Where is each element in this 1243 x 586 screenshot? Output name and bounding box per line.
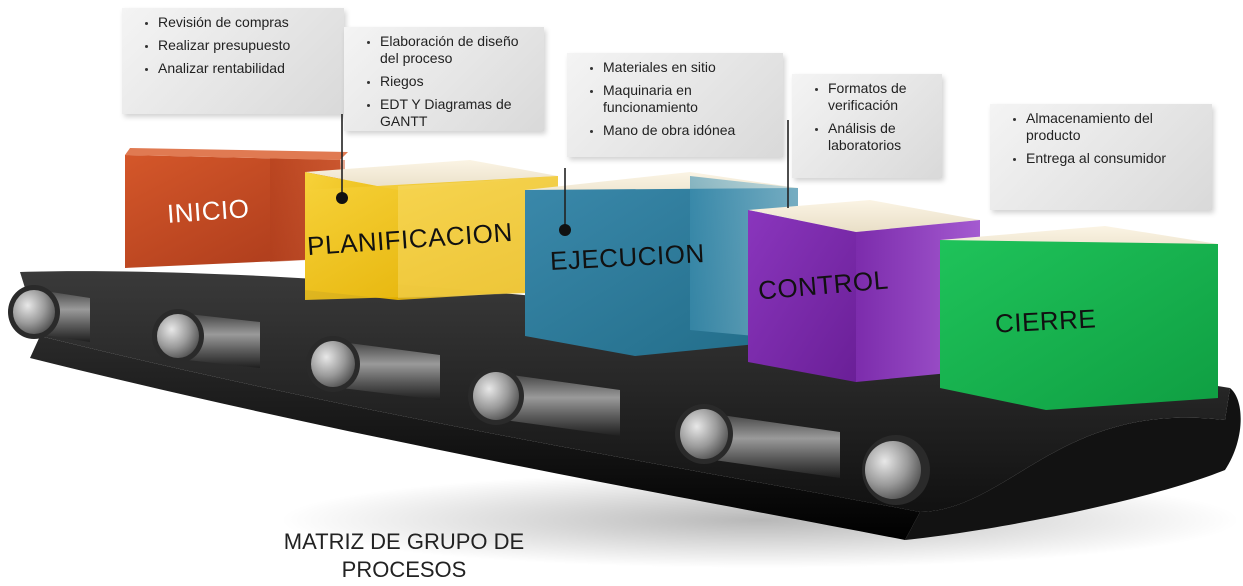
roller-5 <box>675 404 840 478</box>
note-control-item-2: Análisis de laboratorios <box>828 120 932 154</box>
note-ejecucion: Materiales en sitio Maquinaria en funcio… <box>567 53 783 157</box>
connector-dot-ejecucion <box>559 224 571 236</box>
note-inicio-item-2: Realizar presupuesto <box>158 37 334 54</box>
box-planificacion-front <box>305 176 558 300</box>
connector-dot-planificacion <box>336 192 348 204</box>
roller-1 <box>8 285 90 342</box>
roller-2 <box>152 309 260 368</box>
box-planificacion-glass <box>398 176 558 298</box>
note-planificacion-item-1: Elaboración de diseño del proceso <box>380 33 534 67</box>
label-cierre: CIERRE <box>994 303 1097 339</box>
note-planificacion: Elaboración de diseño del proceso Riegos… <box>344 27 544 131</box>
note-inicio-item-1: Revisión de compras <box>158 14 334 31</box>
note-planificacion-item-3: EDT Y Diagramas de GANTT <box>380 96 534 130</box>
note-cierre-item-2: Entrega al consumidor <box>1026 150 1202 167</box>
diagram-title: MATRIZ DE GRUPO DE PROCESOS <box>283 529 525 582</box>
conveyor-belt <box>20 271 1241 540</box>
note-control: Formatos de verificación Análisis de lab… <box>792 74 942 178</box>
note-inicio-item-3: Analizar rentabilidad <box>158 60 334 77</box>
note-ejecucion-item-2: Maquinaria en funcionamiento <box>603 82 773 116</box>
roller-6 <box>862 435 930 505</box>
conveyor-rollers <box>8 285 930 505</box>
note-ejecucion-item-3: Mano de obra idónea <box>603 122 773 139</box>
note-cierre: Almacenamiento del producto Entrega al c… <box>990 104 1212 210</box>
roller-3 <box>306 336 440 400</box>
box-cierre <box>940 226 1218 410</box>
note-control-item-1: Formatos de verificación <box>828 80 932 114</box>
note-planificacion-item-2: Riegos <box>380 73 534 90</box>
label-inicio: INICIO <box>166 193 251 229</box>
roller-4 <box>468 367 620 436</box>
note-inicio: Revisión de compras Realizar presupuesto… <box>122 8 344 114</box>
note-ejecucion-item-1: Materiales en sitio <box>603 59 773 76</box>
note-cierre-item-1: Almacenamiento del producto <box>1026 110 1202 144</box>
